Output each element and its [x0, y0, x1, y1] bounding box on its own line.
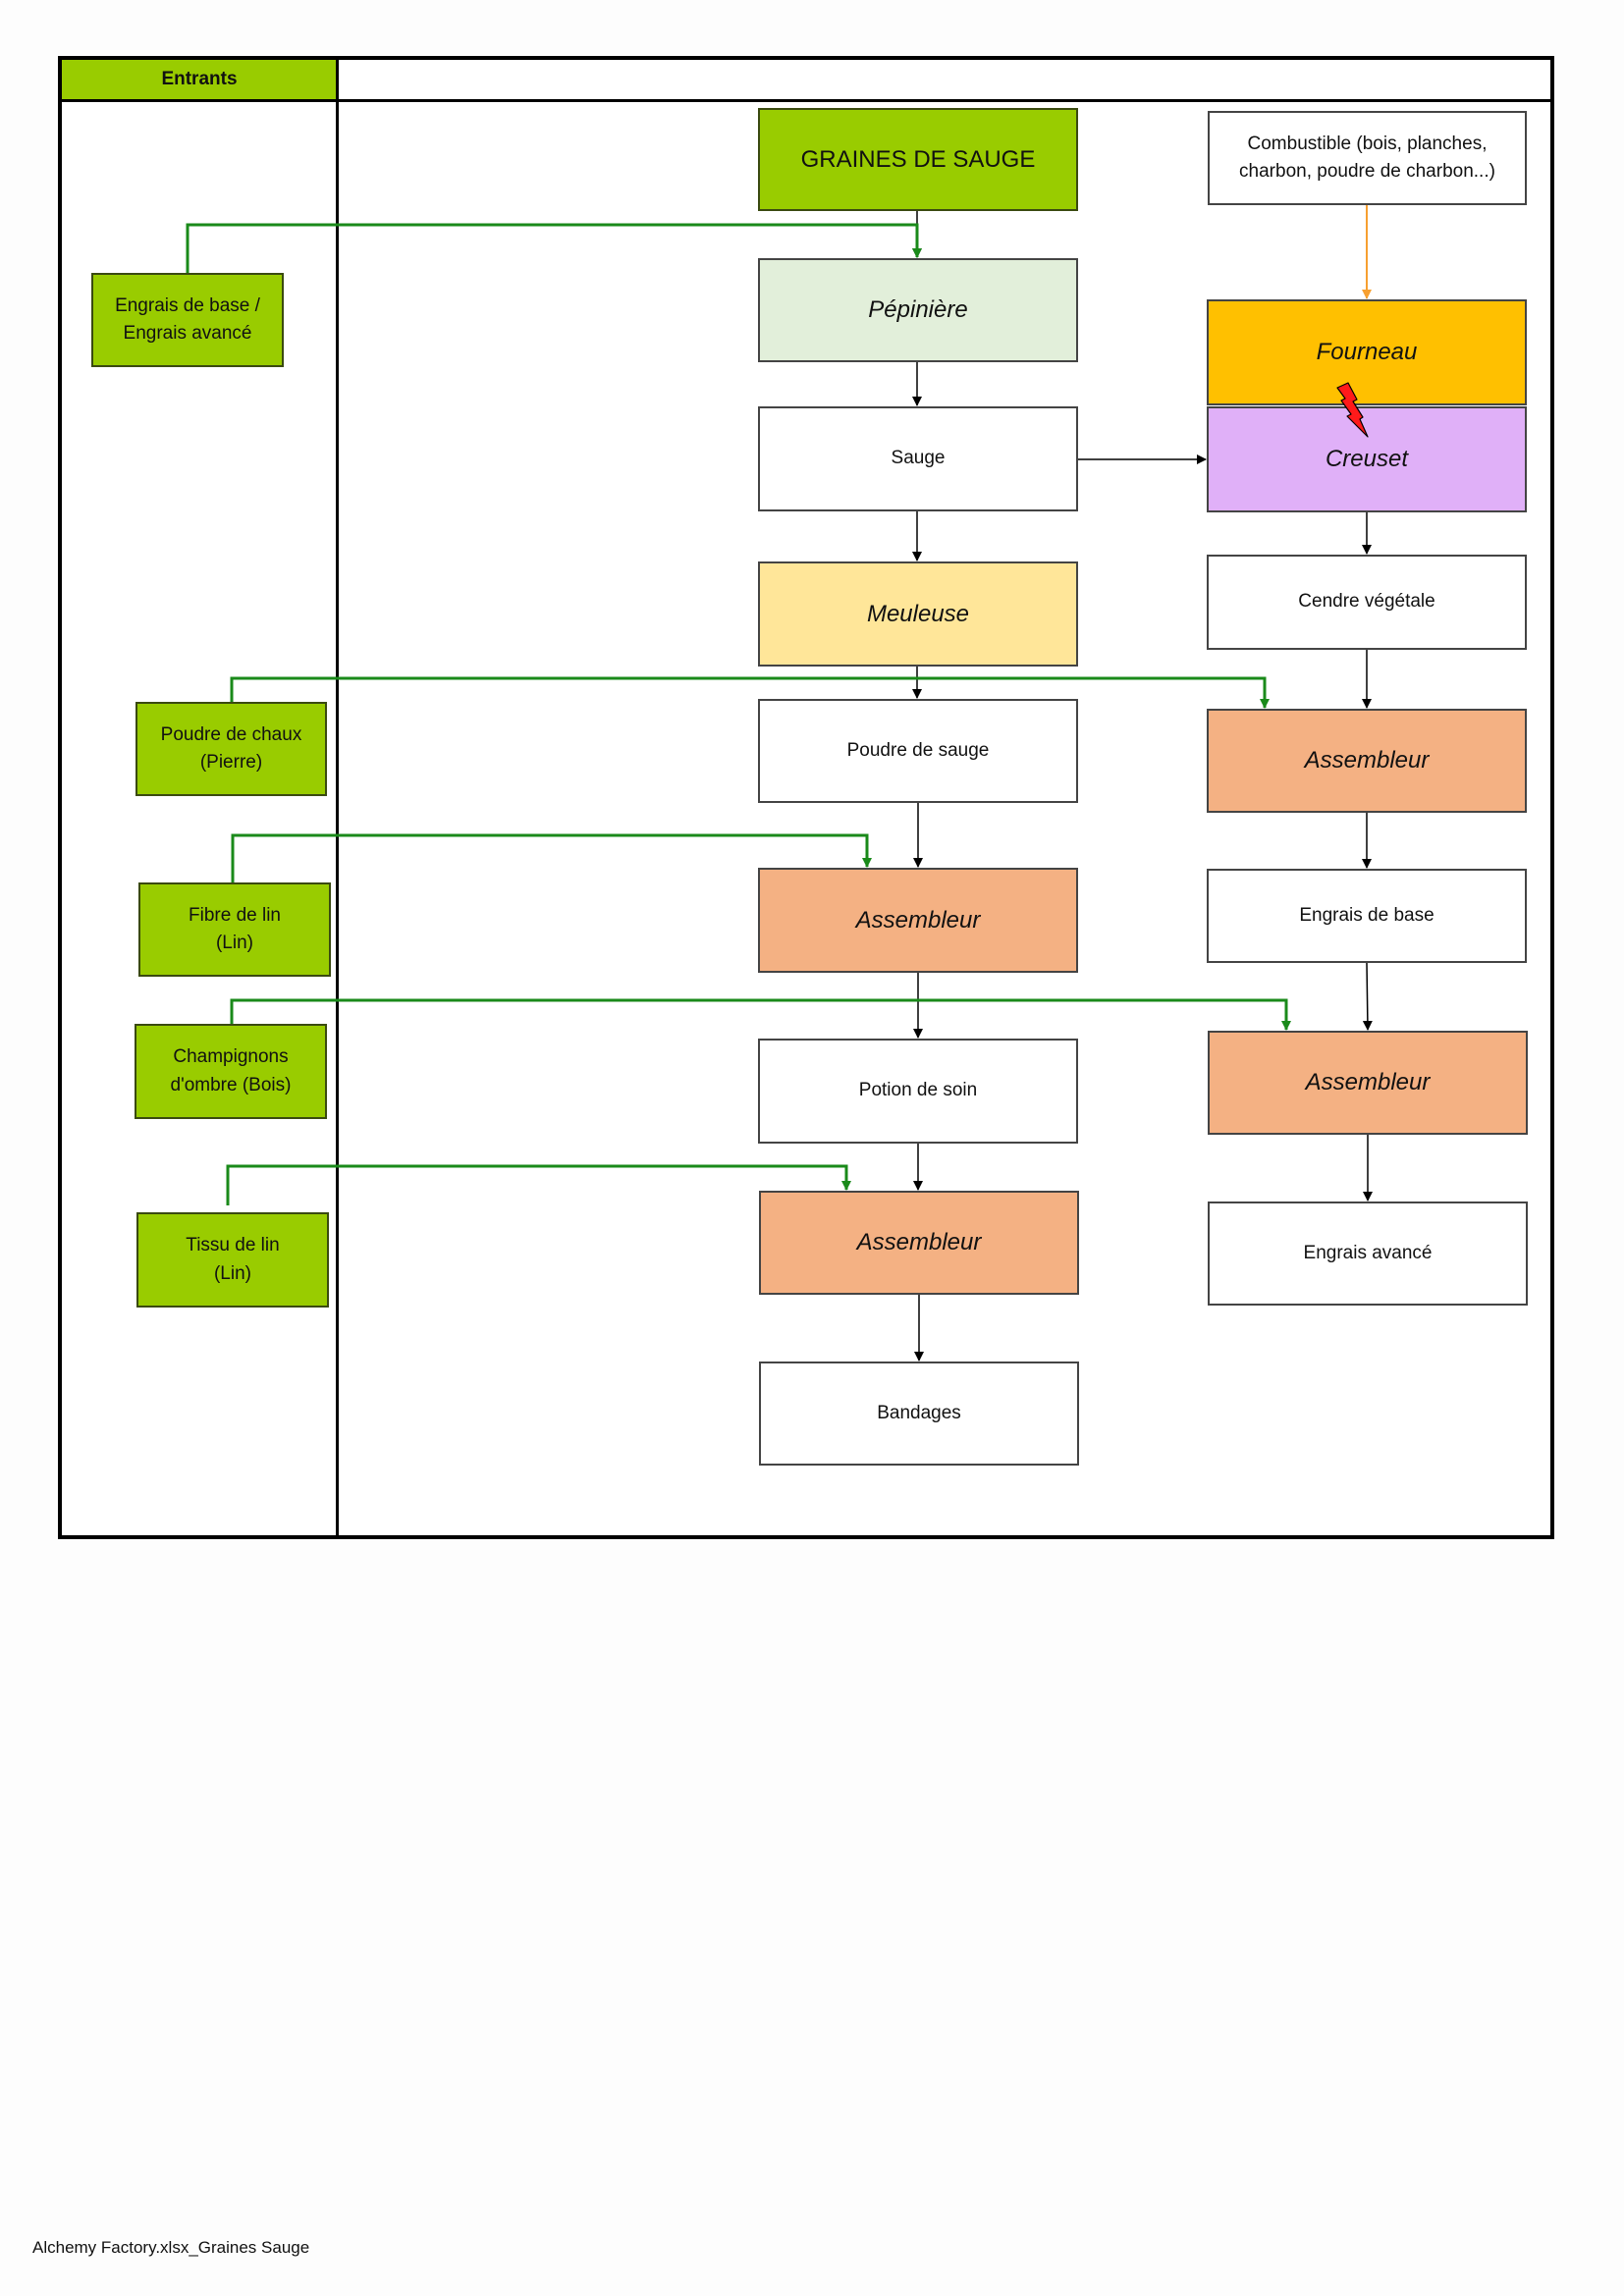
bandages-label: Bandages: [877, 1402, 961, 1423]
assembleur-engrais-avance-label: Assembleur: [1305, 1069, 1431, 1095]
cendre-vegetale-label: Cendre végétale: [1298, 591, 1435, 613]
input-fibre-de-lin: Fibre de lin (Lin): [138, 882, 331, 977]
connector-poudre-chaux-to-assembleur: [230, 676, 1270, 709]
connector-tissu-lin-to-assembleur: [226, 1164, 851, 1205]
poudre-de-sauge-label: Poudre de sauge: [846, 739, 990, 761]
creuset-label: Creuset: [1325, 446, 1409, 472]
engrais-avance-label: Engrais avancé: [1303, 1242, 1433, 1263]
machine-pepiniere: Pépinière: [758, 258, 1078, 362]
arrow-engrais-base-to-assembleur: [1362, 962, 1373, 1031]
input-champignons-label: Champignons d'ombre (Bois): [170, 1046, 292, 1095]
machine-creuset: Creuset: [1207, 406, 1527, 512]
input-poudre-de-chaux: Poudre de chaux (Pierre): [135, 702, 327, 796]
input-combustible: Combustible (bois, planches, charbon, po…: [1208, 111, 1527, 205]
assembleur-bandages-label: Assembleur: [856, 1229, 982, 1255]
input-champignons: Champignons d'ombre (Bois): [135, 1024, 327, 1119]
machine-assembleur-bandages: Assembleur: [759, 1191, 1079, 1295]
product-cendre-vegetale: Cendre végétale: [1207, 555, 1527, 650]
potion-de-soin-label: Potion de soin: [858, 1080, 978, 1101]
machine-meuleuse: Meuleuse: [758, 561, 1078, 667]
product-engrais-de-base: Engrais de base: [1207, 869, 1527, 963]
machine-assembleur-engrais-base: Assembleur: [1207, 709, 1527, 813]
input-poudre-de-chaux-label: Poudre de chaux (Pierre): [160, 723, 302, 774]
combustible-label: Combustible (bois, planches, charbon, po…: [1239, 133, 1495, 183]
machine-assembleur-engrais-avance: Assembleur: [1208, 1031, 1528, 1135]
product-engrais-avance: Engrais avancé: [1208, 1201, 1528, 1306]
sauge-label: Sauge: [891, 448, 946, 469]
assembleur-potion-label: Assembleur: [855, 906, 981, 934]
lightning-bolt-icon: [1336, 382, 1369, 438]
column-divider: [336, 60, 339, 1535]
connector-engrais-to-pepiniere: [186, 223, 922, 273]
input-engrais-label: Engrais de base / Engrais avancé: [115, 294, 260, 345]
input-fibre-de-lin-label: Fibre de lin (Lin): [189, 904, 281, 954]
machine-assembleur-potion: Assembleur: [758, 868, 1078, 973]
header-divider: [62, 99, 1550, 102]
assembleur-engrais-base-label: Assembleur: [1304, 747, 1430, 774]
machine-fourneau: Fourneau: [1207, 299, 1527, 405]
column-header-entrants: Entrants: [62, 60, 337, 99]
footer-sheet-name: Alchemy Factory.xlsx_Graines Sauge: [32, 2238, 310, 2257]
fourneau-label: Fourneau: [1316, 339, 1418, 365]
seed-label: GRAINES DE SAUGE: [800, 145, 1036, 173]
engrais-de-base-label: Engrais de base: [1299, 904, 1435, 926]
product-potion-de-soin: Potion de soin: [758, 1039, 1078, 1144]
product-sauge: Sauge: [758, 406, 1078, 511]
connector-fibre-lin-to-assembleur: [231, 833, 872, 882]
meuleuse-label: Meuleuse: [866, 600, 970, 627]
connector-champignons-to-assembleur: [230, 998, 1291, 1031]
input-tissu-de-lin-label: Tissu de lin (Lin): [186, 1235, 280, 1284]
product-bandages: Bandages: [759, 1362, 1079, 1466]
product-poudre-de-sauge: Poudre de sauge: [758, 699, 1078, 803]
pepiniere-label: Pépinière: [868, 296, 968, 323]
input-tissu-de-lin: Tissu de lin (Lin): [136, 1212, 329, 1308]
input-engrais: Engrais de base / Engrais avancé: [91, 273, 284, 367]
seed-graines-de-sauge: GRAINES DE SAUGE: [758, 108, 1078, 211]
